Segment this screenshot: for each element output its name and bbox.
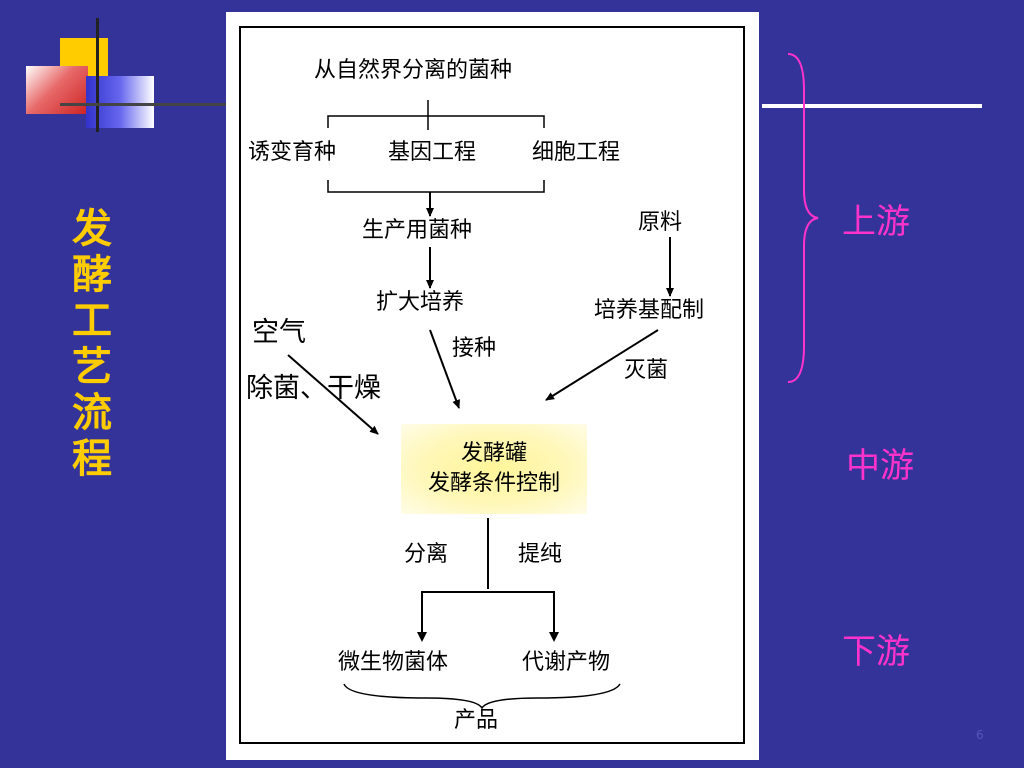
stage-midstream-label: 中游 <box>846 446 914 486</box>
medium-prep-label: 培养基配制 <box>594 298 705 323</box>
method-mutation-breeding: 诱变育种 <box>248 140 337 165</box>
flowchart-lines <box>239 26 745 744</box>
page-number: 6 <box>976 728 984 742</box>
fermentation-control-label: 发酵条件控制 <box>427 471 560 496</box>
production-strain-label: 生产用菌种 <box>362 218 473 243</box>
upstream-brace <box>787 53 819 383</box>
fermenter-highlight: 发酵罐 发酵条件控制 <box>401 424 587 514</box>
logo-vertical-line <box>96 18 99 132</box>
logo-horizontal-line <box>60 103 230 106</box>
sterilization-label: 灭菌 <box>624 358 669 383</box>
flowchart-frame <box>239 26 745 744</box>
metabolites-label: 代谢产物 <box>522 650 611 675</box>
header-rule-line <box>762 104 982 108</box>
scale-up-label: 扩大培养 <box>376 290 465 315</box>
purification-label: 提纯 <box>518 542 563 567</box>
air-treatment-label: 除菌、干燥 <box>246 373 381 404</box>
product-label: 产品 <box>454 708 499 733</box>
stage-upstream-label: 上游 <box>842 202 910 242</box>
air-label: 空气 <box>252 317 306 348</box>
inoculation-label: 接种 <box>452 336 497 361</box>
stage-downstream-label: 下游 <box>842 632 910 672</box>
raw-material-label: 原料 <box>638 210 683 235</box>
method-cell-engineering: 细胞工程 <box>532 140 621 165</box>
source-strain-label: 从自然界分离的菌种 <box>314 58 513 83</box>
slide-title: 发酵工艺流程 <box>72 205 112 482</box>
biomass-label: 微生物菌体 <box>338 650 449 675</box>
flowchart-panel: 发酵罐 发酵条件控制 从自然界分离的菌种 诱变 <box>226 12 759 760</box>
logo-red-square <box>26 66 88 114</box>
method-genetic-engineering: 基因工程 <box>388 140 477 165</box>
separation-label: 分离 <box>404 542 449 567</box>
fermenter-label: 发酵罐 <box>460 441 527 466</box>
